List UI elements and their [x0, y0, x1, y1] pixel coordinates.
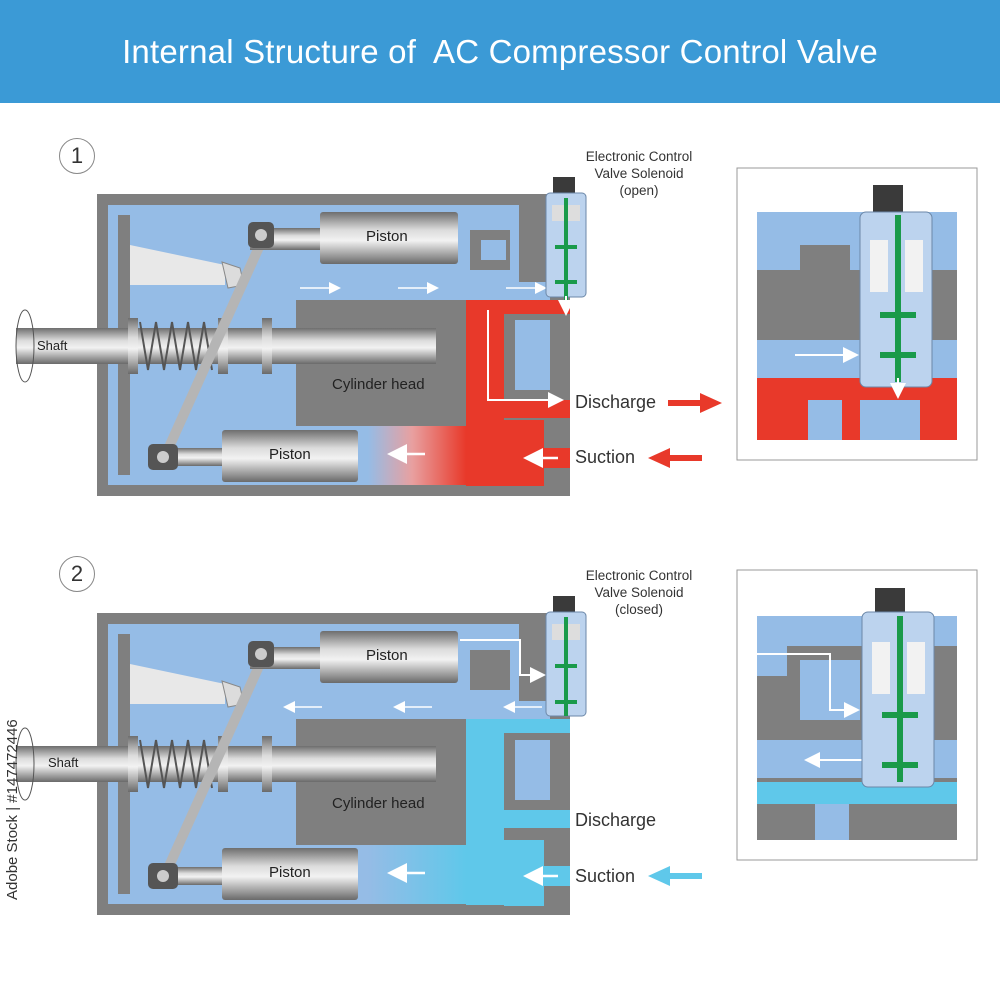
- swash-rod-2: [160, 652, 269, 878]
- joint-pin-bottom-2: [157, 870, 169, 882]
- suction-manifold-2: [504, 840, 544, 906]
- joint-pin-top-2: [255, 648, 267, 660]
- connecting-rod-bottom-1: [170, 448, 230, 466]
- piston-bottom-label-1: Piston: [269, 446, 311, 463]
- swash-wedge-1: [130, 245, 225, 285]
- shaft-collar-b-2: [218, 736, 228, 792]
- piston-top-label-2: Piston: [366, 647, 408, 664]
- inset-2: [736, 569, 978, 861]
- spring-2: [139, 739, 213, 789]
- shaft-collar-a-1: [128, 318, 138, 374]
- shaft-collar-c-2: [262, 736, 272, 792]
- discharge-outlet-1: [504, 400, 570, 418]
- joint-pin-top-1: [255, 229, 267, 241]
- swash-rod-1: [160, 233, 269, 459]
- solenoid-valve-2: [545, 596, 587, 717]
- piston-bottom-2: [222, 848, 358, 900]
- solenoid-label-line-3: (closed): [614, 602, 663, 617]
- flow-channel-2: [296, 701, 550, 719]
- valve-block-2: [470, 650, 510, 690]
- suction-manifold-1: [504, 420, 544, 486]
- discharge-vertical-1: [466, 300, 504, 486]
- solenoid-valve-1: [545, 177, 587, 316]
- discharge-chamber-1: [515, 320, 550, 390]
- cylinder-head-label-1: Cylinder head: [332, 376, 425, 393]
- solenoid-label-line-2: Valve Solenoid: [594, 585, 684, 600]
- rotation-symbol-1: [15, 309, 35, 383]
- solenoid-label-line-1: Electronic Control: [585, 149, 693, 164]
- title-banner: [0, 0, 1000, 103]
- valve-port-1: [481, 240, 506, 260]
- suction-vertical-2: [466, 719, 504, 905]
- piston-top-label-1: Piston: [366, 228, 408, 245]
- stock-id-text: Adobe Stock | #147472446: [4, 719, 21, 900]
- joint-pin-bottom-1: [157, 451, 169, 463]
- flow-channel-1: [296, 282, 550, 300]
- solenoid-label-line-3: (open): [619, 183, 659, 198]
- swash-wedge-2: [130, 664, 225, 704]
- rotation-symbol-2: [15, 727, 35, 801]
- spring-1: [139, 321, 213, 371]
- discharge-label-2: Discharge: [575, 810, 657, 830]
- piston-bottom-label-2: Piston: [269, 864, 311, 881]
- suction-arrow-1: [648, 448, 702, 468]
- discharge-arrow-1: [668, 393, 722, 413]
- step-number-1: 1: [59, 138, 95, 174]
- inset-1: [736, 167, 978, 461]
- solenoid-label-1: Electronic Control Valve Solenoid (open): [566, 148, 712, 199]
- suction-label-2: Suction: [575, 866, 636, 886]
- solenoid-label-line-2: Valve Solenoid: [594, 166, 684, 181]
- shaft-collar-b-1: [218, 318, 228, 374]
- discharge-outlet-2: [504, 810, 570, 828]
- shaft-collar-a-2: [128, 736, 138, 792]
- piston-top-2: [320, 631, 458, 683]
- suction-chamber-2: [368, 845, 466, 904]
- panel-1: [15, 177, 722, 496]
- bypass-flow-arrow-2: [460, 639, 546, 683]
- suction-chamber-1: [368, 426, 466, 485]
- suction-label-1: Suction: [575, 447, 636, 467]
- piston-top-1: [320, 212, 458, 264]
- page-title: Internal Structure of AC Compressor Cont…: [122, 33, 878, 70]
- cylinder-head-label-2: Cylinder head: [332, 795, 425, 812]
- solenoid-label-2: Electronic Control Valve Solenoid (close…: [566, 567, 712, 618]
- discharge-chamber-2: [515, 740, 550, 800]
- discharge-flow-arrow-1: [487, 310, 564, 408]
- suction-arrow-2: [648, 866, 702, 886]
- shaft-label-1: Shaft: [37, 338, 68, 353]
- shaft-collar-c-1: [262, 318, 272, 374]
- step-number-2: 2: [59, 556, 95, 592]
- shaft-label-2: Shaft: [48, 755, 79, 770]
- solenoid-label-line-1: Electronic Control: [585, 568, 693, 583]
- discharge-label-1: Discharge: [575, 392, 657, 412]
- piston-bottom-1: [222, 430, 358, 482]
- connecting-rod-bottom-2: [170, 867, 230, 885]
- panel-2: [15, 596, 702, 915]
